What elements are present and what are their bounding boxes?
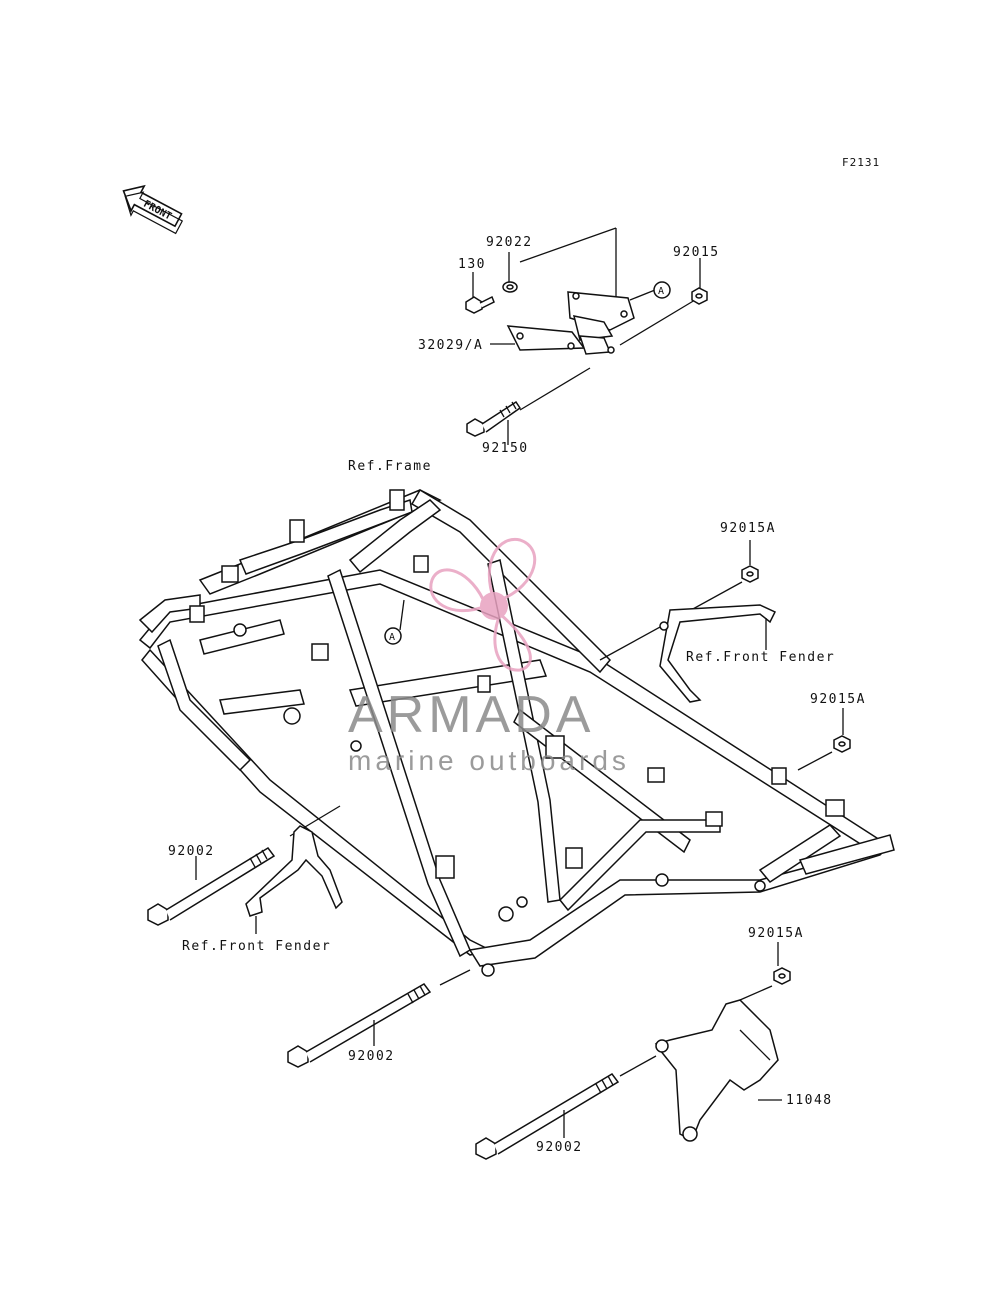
nut-92015 (691, 287, 708, 305)
bolt-92002-bottom (475, 1073, 620, 1160)
bolt-92002-center (287, 983, 432, 1068)
label-11048: 11048 (786, 1093, 833, 1108)
label-92015a-2: 92015A (810, 692, 866, 707)
watermark: ARMADA marine outboards (348, 537, 630, 776)
bolt-92002-left (147, 847, 276, 926)
watermark-brand: ARMADA (348, 686, 594, 744)
label-130: 130 (458, 257, 486, 272)
leader-line (519, 227, 617, 263)
watermark-tagline: marine outboards (348, 745, 630, 776)
label-92015: 92015 (673, 245, 720, 260)
nut-92015a-bottom (773, 967, 791, 985)
label-ref-frame: Ref.Frame (348, 459, 432, 474)
label-92015a-3: 92015A (748, 926, 804, 941)
leader-line (619, 299, 696, 346)
propeller-logo-icon (429, 537, 537, 672)
leader-line (739, 985, 773, 1001)
leader-line (519, 367, 591, 411)
leader-line (797, 751, 833, 771)
fender-bracket-left (245, 825, 343, 917)
bracket-32029 (506, 291, 635, 355)
figure-code: F2131 (842, 156, 880, 169)
label-92022: 92022 (486, 235, 533, 250)
bolt-92150 (466, 400, 522, 437)
label-32029: 32029/A (418, 338, 483, 353)
washer-92022 (502, 281, 518, 293)
nut-92015a-middle (833, 735, 851, 753)
ref-mark-a-top: A (653, 281, 671, 299)
label-92002-3: 92002 (536, 1140, 583, 1155)
bolt-130 (465, 295, 495, 314)
leader-line (439, 969, 471, 986)
fender-bracket-top (659, 604, 777, 703)
ref-mark-a-frame: A (384, 599, 405, 645)
label-ref-front-fender-1: Ref.Front Fender (686, 650, 835, 665)
label-92015a-1: 92015A (720, 521, 776, 536)
svg-text:A: A (658, 286, 664, 297)
bracket-11048 (654, 999, 779, 1142)
leader-line (629, 289, 656, 301)
label-92150: 92150 (482, 441, 529, 456)
frame-assembly (138, 488, 895, 977)
leader-line (619, 1055, 657, 1077)
label-92002-2: 92002 (348, 1049, 395, 1064)
svg-text:A: A (389, 632, 395, 643)
front-arrow-icon: FRONT (122, 184, 184, 235)
label-ref-front-fender-2: Ref.Front Fender (182, 939, 331, 954)
nut-92015a-top (741, 565, 759, 583)
label-92002-1: 92002 (168, 844, 215, 859)
